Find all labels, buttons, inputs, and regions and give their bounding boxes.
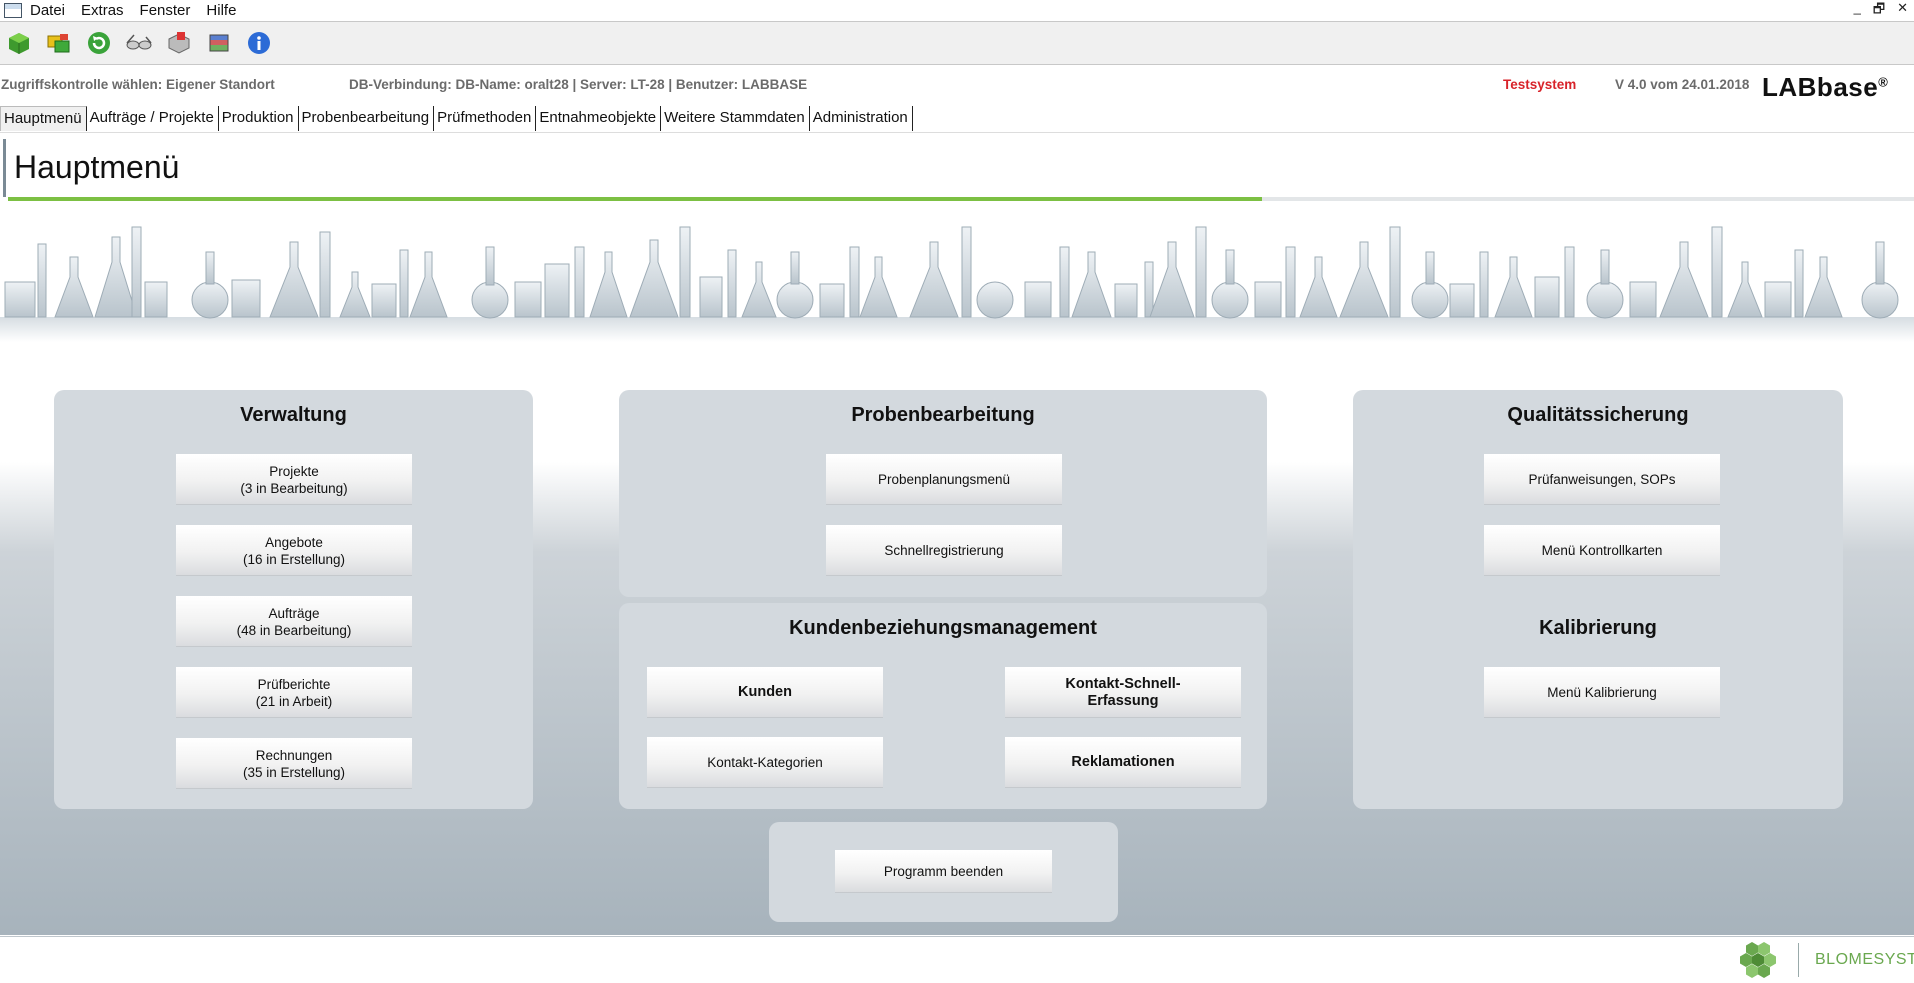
panel-title-probenbearbeitung: Probenbearbeitung — [851, 404, 1035, 426]
reklamationen-button[interactable]: Reklamationen — [1005, 737, 1241, 787]
logo-divider — [1798, 943, 1799, 977]
title-underline-progress — [8, 197, 1262, 201]
test-system-label: Testsystem — [1503, 77, 1577, 92]
page-title: Hauptmenü — [14, 149, 180, 185]
probenplanungsmenue-button[interactable]: Probenplanungsmenü — [826, 454, 1062, 504]
tab-administration[interactable]: Administration — [810, 106, 913, 131]
menu-extras[interactable]: Extras — [81, 1, 124, 19]
kunden-label: Kunden — [738, 684, 792, 700]
main-tabs: Hauptmenü Aufträge / Projekte Produktion… — [0, 106, 913, 132]
panel-kundenbeziehungsmanagement: Kundenbeziehungsmanagement Kunden Kontak… — [619, 603, 1267, 809]
panel-title-kbm: Kundenbeziehungsmanagement — [789, 617, 1097, 639]
title-accent-bar — [3, 139, 6, 197]
pruefanweisungen-label: Prüfanweisungen, SOPs — [1528, 472, 1676, 487]
blomesystem-logo: BLOMESYSTEM — [1738, 937, 1914, 983]
tab-produktion[interactable]: Produktion — [219, 106, 299, 131]
auftraege-button[interactable]: Aufträge (48 in Bearbeitung) — [176, 596, 412, 646]
reklamationen-label: Reklamationen — [1071, 754, 1175, 770]
panel-title-kalibrierung: Kalibrierung — [1539, 617, 1657, 639]
panel-probenbearbeitung: Probenbearbeitung Probenplanungsmenü Sch… — [619, 390, 1267, 597]
menue-kontrollkarten-button[interactable]: Menü Kontrollkarten — [1484, 525, 1720, 575]
programm-beenden-label: Programm beenden — [883, 864, 1004, 879]
kontakt-schnell-erfassung-button[interactable]: Kontakt-Schnell- Erfassung — [1005, 667, 1241, 717]
toolbar — [0, 21, 1914, 65]
logo-text: LABbase — [1762, 72, 1879, 102]
panel-verwaltung: Verwaltung Projekte (3 in Bearbeitung) A… — [54, 390, 533, 809]
probenplanungsmenue-label: Probenplanungsmenü — [877, 472, 1011, 487]
status-bar: BLOMESYSTEM — [0, 936, 1914, 982]
glasses-icon[interactable] — [124, 28, 154, 58]
projekte-button[interactable]: Projekte (3 in Bearbeitung) — [176, 454, 412, 504]
rechnungen-button[interactable]: Rechnungen (35 in Erstellung) — [176, 738, 412, 788]
logo-registered-mark: ® — [1878, 74, 1889, 90]
rechnungen-label: Rechnungen — [255, 747, 333, 763]
panel-title-verwaltung: Verwaltung — [240, 404, 347, 426]
kontakt-kategorien-button[interactable]: Kontakt-Kategorien — [647, 737, 883, 787]
tab-auftraege-projekte[interactable]: Aufträge / Projekte — [87, 106, 219, 131]
rechnungen-count: (35 in Erstellung) — [242, 764, 346, 780]
close-button[interactable]: ✕ — [1897, 0, 1908, 15]
projekte-label: Projekte — [269, 463, 319, 479]
menubar: Datei Extras Fenster Hilfe _ 🗗 ✕ — [0, 0, 1914, 20]
panel-exit: Programm beenden — [769, 822, 1118, 922]
pruefberichte-label: Prüfberichte — [257, 676, 331, 692]
cube-red-icon[interactable] — [164, 28, 194, 58]
menue-kalibrierung-button[interactable]: Menü Kalibrierung — [1484, 667, 1720, 717]
books-icon[interactable] — [204, 28, 234, 58]
app-icon[interactable] — [4, 2, 22, 18]
kontakt-schnell-label-line2: Erfassung — [1087, 692, 1159, 709]
info-icon[interactable] — [244, 28, 274, 58]
restore-button[interactable]: 🗗 — [1872, 1, 1886, 16]
minimize-button[interactable]: _ — [1853, 0, 1861, 15]
pruefberichte-count: (21 in Arbeit) — [255, 693, 333, 709]
tab-weitere-stammdaten[interactable]: Weitere Stammdaten — [661, 106, 810, 131]
menu-fenster[interactable]: Fenster — [139, 1, 191, 19]
folders-icon[interactable] — [44, 28, 74, 58]
kontakt-schnell-label-line1: Kontakt-Schnell- — [1065, 675, 1181, 692]
lab-glassware-banner — [0, 226, 1914, 342]
tab-entnahmeobjekte[interactable]: Entnahmeobjekte — [536, 106, 662, 131]
programm-beenden-button[interactable]: Programm beenden — [835, 850, 1052, 892]
window-controls: _ 🗗 ✕ — [1854, 0, 1908, 22]
schnellregistrierung-label: Schnellregistrierung — [884, 543, 1004, 558]
projekte-count: (3 in Bearbeitung) — [240, 480, 348, 496]
angebote-count: (16 in Erstellung) — [242, 551, 346, 567]
panel-title-qualitaetssicherung: Qualitätssicherung — [1507, 404, 1689, 426]
access-control-selector[interactable]: Zugriffskontrolle wählen: Eigener Stando… — [1, 77, 275, 92]
kontrollkarten-label: Menü Kontrollkarten — [1541, 543, 1663, 558]
page-header: Hauptmenü — [0, 132, 1914, 202]
kunden-button[interactable]: Kunden — [647, 667, 883, 717]
blomesystem-hexagon-icon — [1740, 942, 1776, 978]
labbase-logo: LABbase® — [1762, 72, 1888, 103]
kalibrierung-label: Menü Kalibrierung — [1547, 685, 1657, 700]
pruefberichte-button[interactable]: Prüfberichte (21 in Arbeit) — [176, 667, 412, 717]
blomesystem-brand-text: BLOMESYSTEM — [1815, 951, 1914, 968]
main-content: Verwaltung Projekte (3 in Bearbeitung) A… — [0, 202, 1914, 935]
refresh-icon[interactable] — [84, 28, 114, 58]
auftraege-label: Aufträge — [268, 605, 320, 621]
tab-probenbearbeitung[interactable]: Probenbearbeitung — [299, 106, 435, 131]
schnellregistrierung-button[interactable]: Schnellregistrierung — [826, 525, 1062, 575]
menu-hilfe[interactable]: Hilfe — [206, 1, 237, 19]
angebote-label: Angebote — [265, 534, 323, 550]
panel-qualitaetssicherung: Qualitätssicherung Prüfanweisungen, SOPs… — [1353, 390, 1843, 809]
cube-green-icon[interactable] — [4, 28, 34, 58]
tab-pruefmethoden[interactable]: Prüfmethoden — [434, 106, 537, 131]
auftraege-count: (48 in Bearbeitung) — [236, 622, 352, 638]
menu-datei[interactable]: Datei — [30, 1, 66, 19]
kontakt-kategorien-label: Kontakt-Kategorien — [707, 755, 823, 770]
db-connection-info: DB-Verbindung: DB-Name: oralt28 | Server… — [349, 77, 808, 92]
pruefanweisungen-sops-button[interactable]: Prüfanweisungen, SOPs — [1484, 454, 1720, 504]
info-bar: Zugriffskontrolle wählen: Eigener Stando… — [0, 72, 1914, 102]
version-label: V 4.0 vom 24.01.2018 — [1615, 77, 1750, 92]
angebote-button[interactable]: Angebote (16 in Erstellung) — [176, 525, 412, 575]
tab-hauptmenue[interactable]: Hauptmenü — [0, 106, 87, 131]
